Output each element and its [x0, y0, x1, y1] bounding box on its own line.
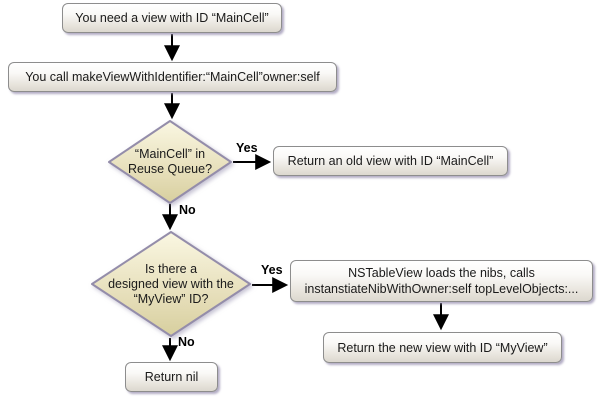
decision-designed-view-line2: designed view with the: [108, 277, 234, 291]
decision-designed-view-polygon: [91, 231, 251, 337]
decision-reuse-queue-shape: [108, 120, 232, 204]
flow-node-need-view-label: You need a view with ID “MainCell”: [75, 11, 269, 25]
flow-node-return-new-view-label: Return the new view with ID “MyView”: [337, 340, 548, 355]
decision-reuse-queue-line2: Reuse Queue?: [127, 162, 213, 176]
flow-node-return-old-view: Return an old view with ID “MainCell”: [273, 146, 508, 176]
decision-reuse-queue-polygon: [108, 120, 232, 204]
flow-node-return-nil: Return nil: [125, 362, 218, 392]
flow-node-load-nibs: NSTableView loads the nibs, calls instan…: [290, 260, 593, 302]
flow-node-make-view-call: You call makeViewWithIdentifier:“MainCel…: [8, 62, 337, 92]
edge-label-designed-yes: Yes: [261, 263, 283, 277]
decision-designed-view-line3: “MyView” ID?: [133, 292, 209, 306]
edge-label-designed-no: No: [178, 335, 195, 349]
decision-designed-view-shape: [91, 231, 251, 337]
flow-node-return-nil-label: Return nil: [144, 370, 199, 384]
edge-label-reuse-yes: Yes: [236, 141, 258, 155]
flow-node-make-view-call-label: You call makeViewWithIdentifier:“MainCel…: [25, 70, 320, 84]
decision-reuse-queue-line1: “MainCell” in: [134, 147, 206, 161]
flow-node-return-new-view: Return the new view with ID “MyView”: [323, 332, 562, 363]
decision-reuse-queue-text: “MainCell” in Reuse Queue?: [110, 147, 230, 177]
flow-node-load-nibs-line1: NSTableView loads the nibs, calls: [348, 266, 535, 280]
flow-node-load-nibs-line2: instanstiateNibWithOwner:self topLevelOb…: [304, 282, 579, 296]
edge-label-reuse-no: No: [179, 203, 196, 217]
flow-node-need-view: You need a view with ID “MainCell”: [62, 3, 282, 33]
decision-designed-view-text: Is there a designed view with the “MyVie…: [94, 262, 248, 307]
decision-designed-view-line1: Is there a: [144, 262, 198, 276]
flow-node-return-old-view-label: Return an old view with ID “MainCell”: [287, 154, 494, 168]
